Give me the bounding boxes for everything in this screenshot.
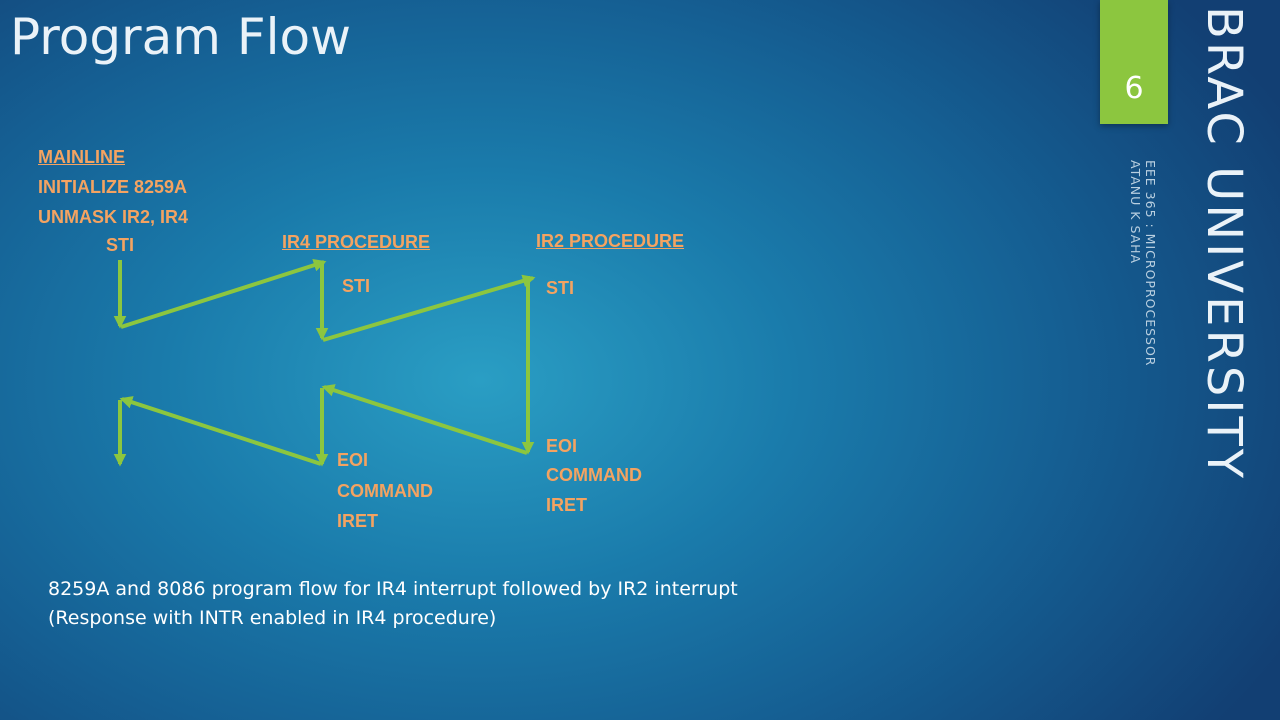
ir2-heading: IR2 PROCEDURE — [536, 231, 685, 251]
author-name: ATANU K SAHA — [1128, 160, 1143, 265]
ir4-heading: IR4 PROCEDURE — [282, 232, 431, 252]
course-info: EEE 365 : MICROPROCESSOR ATANU K SAHA — [1128, 160, 1158, 367]
mainline-init: INITIALIZE 8259A — [38, 177, 188, 197]
ir4-eoi: EOI — [337, 450, 369, 470]
ir2-iret: IRET — [546, 495, 588, 515]
arrow-to-ir2 — [322, 274, 536, 342]
page-number: 6 — [1124, 71, 1144, 106]
caption-line-2: (Response with INTR enabled in IR4 proce… — [48, 607, 497, 629]
page-number-badge: 6 — [1100, 0, 1168, 124]
ir4-command: COMMAND — [337, 481, 433, 501]
ir4-iret: IRET — [337, 511, 379, 531]
caption-line-1: 8259A and 8086 program flow for IR4 inte… — [48, 578, 738, 600]
mainline-unmask: UNMASK IR2, IR4 — [38, 207, 189, 227]
mainline-heading: MAINLINE — [38, 147, 125, 167]
figure-caption: 8259A and 8086 program flow for IR4 inte… — [48, 575, 738, 633]
brand-title: BRAC UNIVERSITY — [1196, 6, 1252, 482]
ir4-sti: STI — [342, 276, 371, 296]
arrow-ir2-return — [321, 384, 528, 455]
ir2-eoi: EOI — [546, 436, 578, 456]
mainline-sti: STI — [106, 235, 135, 255]
arrow-ir4-return — [119, 396, 322, 466]
slide-title: Program Flow — [10, 8, 351, 66]
ir2-sti: STI — [546, 278, 575, 298]
course-name: EEE 365 : MICROPROCESSOR — [1143, 160, 1158, 367]
ir2-command: COMMAND — [546, 465, 642, 485]
arrow-to-ir4 — [120, 259, 327, 329]
